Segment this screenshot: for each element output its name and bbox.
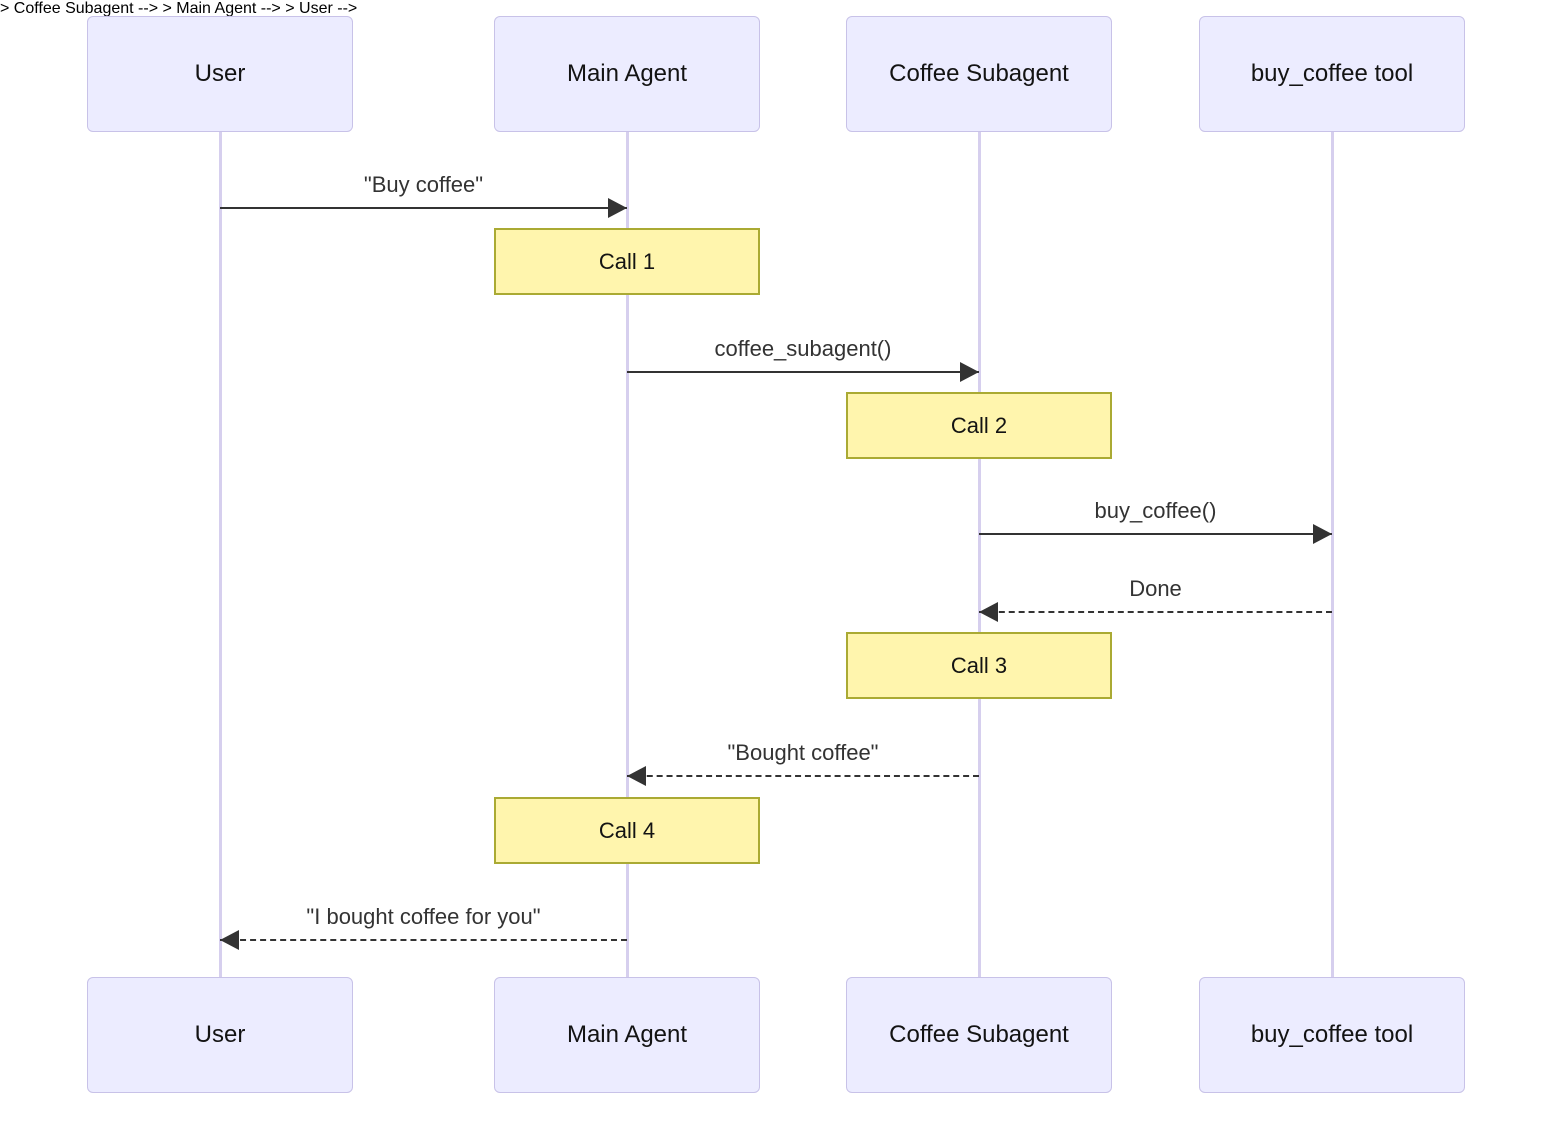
note-label: Call 2: [950, 412, 1008, 438]
message-arrow-line: [979, 601, 1332, 622]
note-call-4: Call 4: [494, 797, 760, 864]
message-buy-coffee: "Buy coffee": [220, 169, 627, 218]
message-label: buy_coffee(): [1094, 498, 1217, 523]
note-label: Call 1: [598, 248, 656, 274]
lifeline-main-agent: [625, 132, 629, 977]
actor-top-coffee-subagent: Coffee Subagent: [846, 16, 1112, 132]
message-label: "Bought coffee": [727, 740, 879, 765]
arrowhead-right-icon: [1313, 523, 1332, 544]
arrowhead-right-icon: [608, 197, 627, 218]
message-arrow-line: [627, 765, 979, 786]
actor-label: User: [194, 60, 246, 87]
actor-label: Main Agent: [566, 1021, 688, 1048]
note-call-3: Call 3: [846, 632, 1112, 699]
actor-bottom-user: User: [87, 977, 353, 1093]
note-label: Call 4: [598, 817, 656, 843]
actor-bottom-main-agent: Main Agent: [494, 977, 760, 1093]
lifeline-buy-coffee-tool: [1330, 132, 1334, 977]
arrowhead-left-icon: [627, 765, 646, 786]
actor-top-main-agent: Main Agent: [494, 16, 760, 132]
actor-label: Coffee Subagent: [889, 60, 1069, 87]
actor-top-user: User: [87, 16, 353, 132]
message-label: Done: [1129, 576, 1182, 601]
message-i-bought-coffee-for-you: "I bought coffee for you": [220, 901, 627, 950]
message-coffee-subagent-call: coffee_subagent(): [627, 333, 979, 382]
message-arrow-line: [220, 197, 627, 218]
arrowhead-left-icon: [220, 929, 239, 950]
message-bought-coffee: "Bought coffee": [627, 737, 979, 786]
arrowhead-left-icon: [979, 601, 998, 622]
message-buy-coffee-call: buy_coffee(): [979, 495, 1332, 544]
actor-label: buy_coffee tool: [1250, 1021, 1414, 1048]
actor-label: Coffee Subagent: [889, 1021, 1069, 1048]
lifeline-coffee-subagent: [977, 132, 981, 977]
note-call-1: Call 1: [494, 228, 760, 295]
actor-bottom-coffee-subagent: Coffee Subagent: [846, 977, 1112, 1093]
message-done: Done: [979, 573, 1332, 622]
actor-top-buy-coffee-tool: buy_coffee tool: [1199, 16, 1465, 132]
actor-bottom-buy-coffee-tool: buy_coffee tool: [1199, 977, 1465, 1093]
note-label: Call 3: [950, 652, 1008, 678]
actor-label: User: [194, 1021, 246, 1048]
lifeline-user: [218, 132, 222, 977]
note-call-2: Call 2: [846, 392, 1112, 459]
message-label: coffee_subagent(): [714, 336, 892, 361]
actor-label: Main Agent: [566, 60, 688, 87]
actor-label: buy_coffee tool: [1250, 60, 1414, 87]
arrowhead-right-icon: [960, 361, 979, 382]
message-label: "Buy coffee": [363, 172, 484, 197]
message-label: "I bought coffee for you": [306, 904, 541, 929]
message-arrow-line: [220, 929, 627, 950]
message-arrow-line: [627, 361, 979, 382]
message-arrow-line: [979, 523, 1332, 544]
